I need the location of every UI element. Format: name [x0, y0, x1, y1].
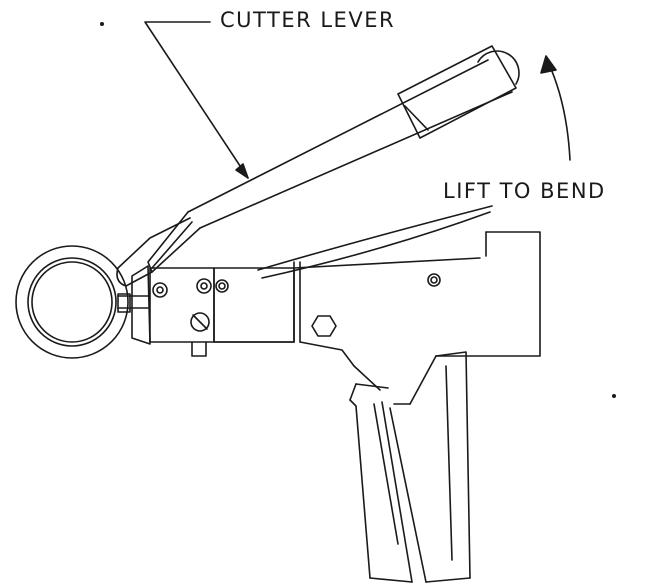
lift-to-bend-label: LIFT TO BEND: [443, 179, 606, 203]
lower-handles: [349, 351, 471, 583]
tool-body: [213, 231, 541, 367]
tension-spring: [257, 205, 493, 279]
reference-dots: [100, 22, 616, 398]
cable-tie-loop: [15, 245, 149, 359]
lift-direction-arrow: [540, 55, 571, 161]
cutter-lever-leader: [144, 21, 249, 179]
cutter-lever-grip: [397, 45, 517, 139]
cutter-lever-arm: [116, 50, 520, 287]
cutter-lever-label: CUTTER LEVER: [220, 8, 396, 32]
